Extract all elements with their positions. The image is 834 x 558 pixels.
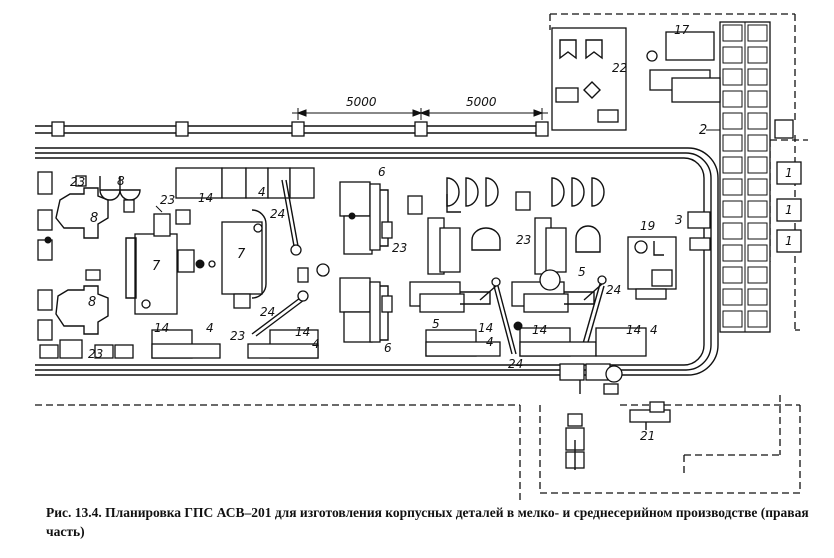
label-4-br1: 4 <box>486 335 494 349</box>
group-14-4-bottom-right: 14 4 14 14 4 <box>425 321 658 357</box>
rack-cell <box>747 24 768 42</box>
conveyor-carts <box>559 363 623 395</box>
label-23-a: 23 <box>160 193 175 207</box>
label-14-bm: 14 <box>295 325 310 339</box>
label-14-br3: 14 <box>626 323 641 337</box>
rack-cell <box>722 222 743 240</box>
rack-cell <box>747 200 768 218</box>
machine-5-left: 5 23 <box>392 217 501 331</box>
label-24-b: 24 <box>260 305 275 319</box>
rack-cell <box>747 244 768 262</box>
label-2: 2 <box>699 123 707 138</box>
rack-cell <box>747 68 768 86</box>
label-23-b: 23 <box>230 329 245 343</box>
label-4-bl: 4 <box>206 321 214 335</box>
label-6-top: 6 <box>378 165 386 179</box>
machine-8-top: 8 <box>55 175 109 239</box>
transfer-3: 3 <box>675 211 711 251</box>
label-24-a: 24 <box>270 207 285 221</box>
dimension-label-right: 5000 <box>466 95 497 109</box>
label-23-e: 23 <box>516 233 531 247</box>
unit-19: 19 <box>627 219 677 300</box>
label-8-top: 8 <box>90 211 98 226</box>
rack-cell <box>722 244 743 262</box>
label-1-a: 1 <box>785 166 793 180</box>
rack-cell <box>747 266 768 284</box>
operator-positions <box>407 177 605 215</box>
lower-wall <box>35 404 801 500</box>
unit-17: 17 <box>646 23 721 103</box>
label-1-b: 1 <box>785 203 793 217</box>
label-19: 19 <box>640 219 655 233</box>
rack-cell <box>722 200 743 218</box>
rack-cell <box>722 68 743 86</box>
label-4-br2: 4 <box>650 323 658 337</box>
top-rail <box>35 121 549 137</box>
machine-5-right: 5 23 <box>511 217 607 313</box>
dimension-lines: 5000 5000 <box>292 95 548 120</box>
label-7-right: 7 <box>237 247 246 262</box>
rack-cell <box>747 156 768 174</box>
rack-cell <box>722 266 743 284</box>
machine-7-left: 7 23 <box>125 193 195 315</box>
rack-cell <box>722 156 743 174</box>
rack-cell <box>722 310 743 328</box>
label-5-right: 5 <box>578 265 586 279</box>
label-22: 22 <box>612 61 627 75</box>
label-14-bl: 14 <box>154 321 169 335</box>
rack-cell <box>722 112 743 130</box>
label-23-c: 23 <box>88 347 103 361</box>
machine-6-bottom: 6 <box>339 277 393 355</box>
label-4-top: 4 <box>258 185 266 199</box>
label-7-left: 7 <box>152 259 161 274</box>
label-21: 21 <box>640 429 655 443</box>
rack-cell <box>747 178 768 196</box>
label-6-bottom: 6 <box>384 341 392 355</box>
label-5-left: 5 <box>432 317 440 331</box>
label-4-bm: 4 <box>312 337 320 351</box>
storage-cells-1: 1 1 1 <box>776 161 802 253</box>
floor-plan-drawing: 5000 5000 2 <box>35 13 808 500</box>
rack-cell <box>722 134 743 152</box>
label-14-br1: 14 <box>478 321 493 335</box>
rack-cell <box>747 90 768 108</box>
label-24-c: 24 <box>508 357 523 371</box>
rack-cell <box>722 90 743 108</box>
label-23-top-left: 23 <box>70 175 85 189</box>
label-8-text: 8 <box>117 174 125 188</box>
label-8-bottom: 8 <box>88 295 96 310</box>
rack-cell <box>722 24 743 42</box>
label-14-top: 14 <box>198 191 213 205</box>
rack-cell <box>722 178 743 196</box>
machine-8-bottom: 8 <box>55 269 109 335</box>
rack-cell <box>747 288 768 306</box>
label-3: 3 <box>675 213 683 227</box>
control-room-22: 22 <box>551 27 627 131</box>
robot-24-left: 24 24 23 <box>230 179 330 343</box>
figure-caption: Рис. 13.4. Планировка ГПС АСВ–201 для из… <box>46 505 809 539</box>
label-14-br2: 14 <box>532 323 547 337</box>
conveyor-loop <box>35 147 719 376</box>
machine-6-top: 6 <box>339 165 393 255</box>
rack-cell <box>722 288 743 306</box>
annex-21: 21 <box>565 401 671 470</box>
machine-7-right: 7 <box>195 209 267 309</box>
rack-cell <box>747 310 768 328</box>
rack-cell <box>722 46 743 64</box>
label-17: 17 <box>674 23 690 37</box>
label-24-d: 24 <box>606 283 621 297</box>
group-14-4-bottom-left: 14 4 14 4 23 <box>88 321 320 361</box>
rack-cell <box>747 134 768 152</box>
rack-cell <box>747 46 768 64</box>
rack-cell <box>747 222 768 240</box>
label-1-c: 1 <box>785 234 793 248</box>
rack-cell <box>747 112 768 130</box>
far-left-fixtures <box>37 171 141 359</box>
storage-rack: 2 <box>699 21 794 333</box>
label-23-d: 23 <box>392 241 407 255</box>
dimension-label-left: 5000 <box>346 95 377 109</box>
group-14-4-top: 14 4 23 8 <box>70 167 315 205</box>
